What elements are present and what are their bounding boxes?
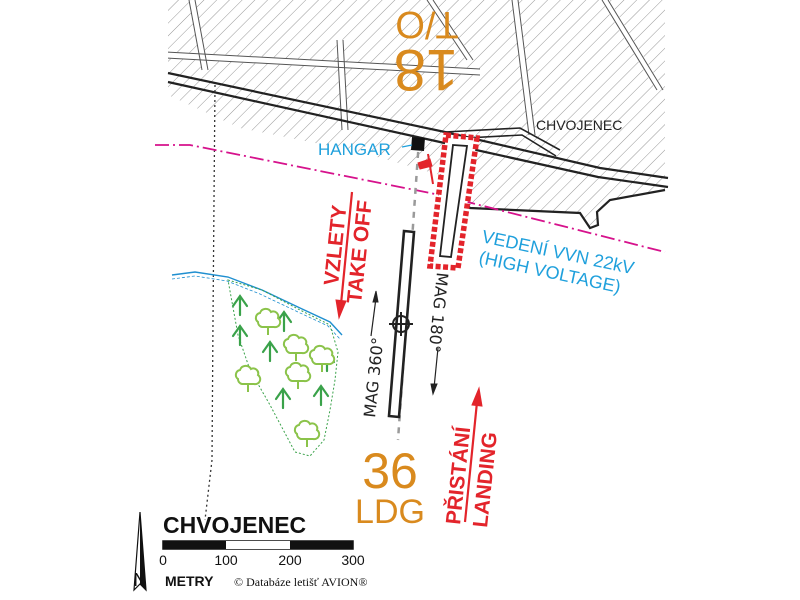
power-line — [155, 144, 666, 253]
arp-crosshair-icon — [389, 312, 413, 336]
runway-label-top: T/O — [395, 3, 458, 45]
stream — [171, 271, 343, 340]
mag-360-label: MAG 360° — [360, 336, 387, 418]
village-label: CHVOJENEC — [536, 117, 622, 133]
runway-heading-bottom: 36 — [362, 443, 418, 499]
scale-unit: METRY — [165, 573, 214, 589]
scale-bar — [162, 540, 354, 550]
main-road — [167, 71, 669, 189]
copyright: © Databáze letišť AVION® — [234, 575, 367, 589]
mag-360-arrow — [370, 290, 379, 337]
hangar-label: HANGAR — [318, 140, 391, 159]
tree-icon — [234, 307, 336, 447]
landing-direction-arrow — [463, 386, 483, 523]
runway-strip-centerline — [396, 139, 421, 441]
footpath — [204, 84, 216, 521]
scale-tick-0: 0 — [159, 552, 167, 568]
runway-label-bottom: LDG — [355, 493, 425, 531]
north-label: N — [134, 570, 147, 590]
scale-tick-200: 200 — [278, 552, 302, 568]
mag-180-arrow — [430, 347, 439, 396]
runway-heading-top: 18 — [394, 37, 459, 102]
windsock-icon — [417, 153, 434, 185]
airfield-name: CHVOJENEC — [163, 512, 306, 538]
scale-tick-300: 300 — [341, 552, 365, 568]
forest — [227, 279, 339, 457]
landing-label-en: LANDING — [469, 431, 502, 529]
north-arrow-icon: N — [133, 511, 147, 592]
scale-tick-100: 100 — [214, 552, 238, 568]
map-legend: CHVOJENEC 0 100 200 300 METRY © Databáze… — [133, 511, 367, 592]
takeoff-direction-arrow — [335, 191, 354, 320]
mag-180-label: MAG 180° — [425, 272, 452, 354]
apron-area — [426, 132, 481, 271]
hangar-building-icon — [401, 137, 425, 151]
